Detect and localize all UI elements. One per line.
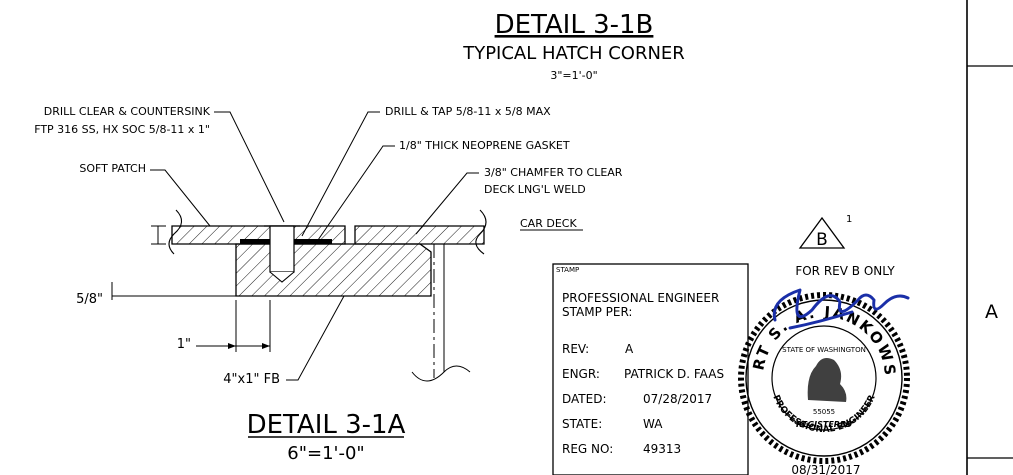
stamp-engr-label: ENGR:	[562, 367, 600, 381]
seal-state: STATE OF WASHINGTON	[782, 346, 866, 354]
detail-b-scale: 3"=1'-0"	[550, 69, 597, 82]
callout-drill-clear-1: DRILL CLEAR & COUNTERSINK	[44, 105, 211, 118]
stamp-regno-value: 49313	[643, 442, 681, 456]
seal-registered: REGISTERED	[796, 420, 852, 429]
callout-flat-bar: 4"x1" FB	[223, 372, 280, 387]
rev-number: 1	[846, 214, 852, 225]
stamp-rev-value: A	[625, 342, 634, 356]
seal-number: 55055	[813, 408, 835, 416]
callout-gasket: 1/8" THICK NEOPRENE GASKET	[399, 139, 570, 152]
callout-drill-clear-2: FTP 316 SS, HX SOC 5/8-11 x 1"	[34, 123, 210, 136]
leader-lines	[150, 111, 479, 381]
detail-a-scale: 6"=1'-0"	[287, 443, 364, 464]
detail-b-title: DETAIL 3-1B	[495, 10, 654, 40]
callout-chamfer-1: 3/8" CHAMFER TO CLEAR	[484, 166, 623, 179]
stamp-tag: STAMP	[556, 266, 579, 274]
stamp-state-value: WA	[643, 417, 663, 431]
stamp-heading-2: STAMP PER:	[562, 305, 632, 319]
svg-text:KURT S. A. JANKOWSKI: KURT S. A. JANKOWSKI	[734, 288, 897, 378]
sheet-border	[966, 0, 1013, 475]
stamp-box: STAMP PROFESSIONAL ENGINEER STAMP PER: R…	[552, 263, 749, 475]
engineer-signature	[772, 288, 910, 330]
zone-letter: A	[985, 301, 998, 323]
callout-chamfer-2: DECK LNG'L WELD	[484, 183, 586, 196]
callout-car-deck: CAR DECK	[520, 217, 577, 230]
detail-b-subtitle: TYPICAL HATCH CORNER	[462, 43, 685, 64]
stamp-regno-label: REG NO:	[562, 442, 613, 456]
stamp-engr-value: PATRICK D. FAAS	[624, 367, 724, 381]
stamp-dated-value: 07/28/2017	[643, 392, 712, 406]
stamp-rev-label: REV:	[562, 342, 589, 356]
dim-five-eighths: 5/8"	[76, 292, 103, 307]
seal-date: 08/31/2017	[791, 463, 860, 475]
stamp-heading-1: PROFESSIONAL ENGINEER	[562, 291, 719, 305]
detail-a-title: DETAIL 3-1A	[247, 410, 406, 440]
seal-name: KURT S. A. JANKOWSKI	[734, 288, 897, 378]
stamp-dated-label: DATED:	[562, 392, 607, 406]
for-rev-note: FOR REV B ONLY	[795, 264, 895, 278]
rev-triangle: B 1	[798, 214, 852, 250]
stamp-state-label: STATE:	[562, 417, 602, 431]
callout-drill-tap: DRILL & TAP 5/8-11 x 5/8 MAX	[385, 105, 551, 118]
seal-portrait	[807, 358, 847, 402]
dim-one-inch: 1"	[177, 337, 191, 352]
callout-soft-patch: SOFT PATCH	[79, 162, 146, 175]
rev-letter: B	[816, 230, 828, 250]
section-geometry	[111, 209, 487, 382]
